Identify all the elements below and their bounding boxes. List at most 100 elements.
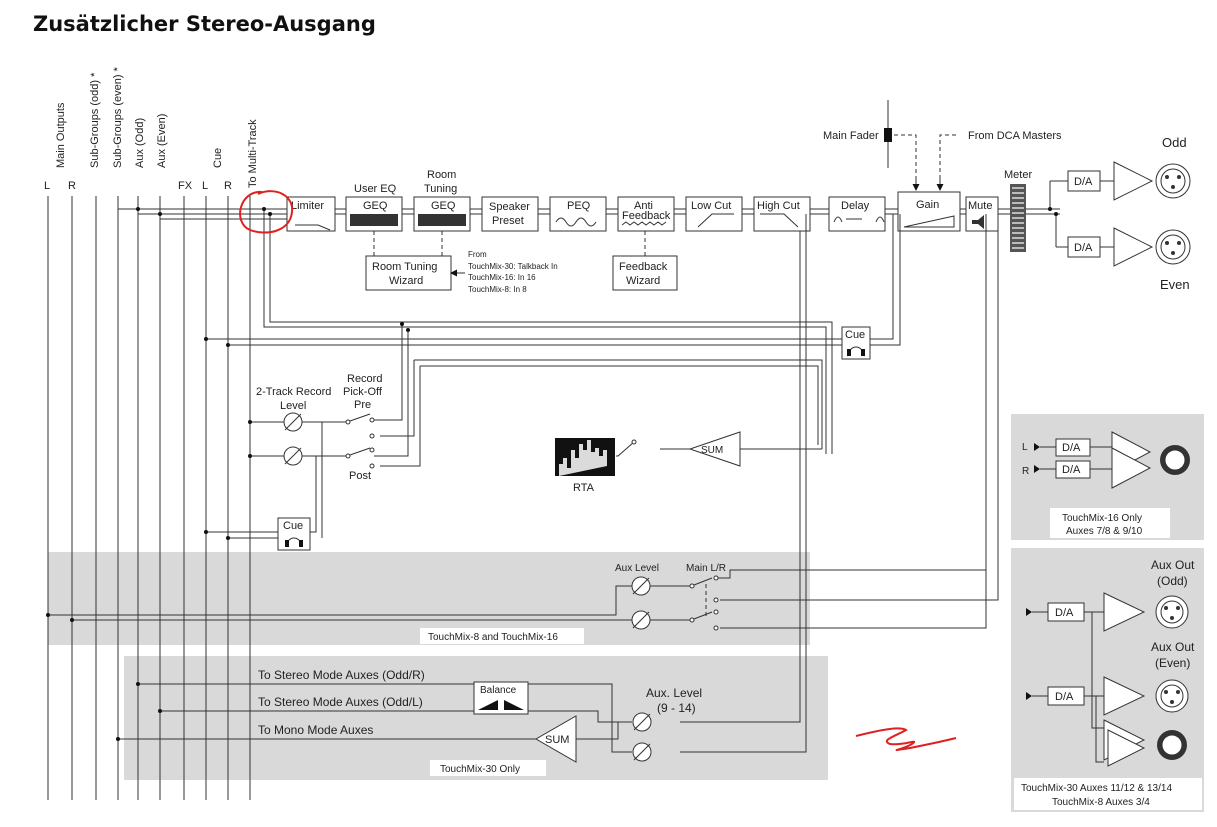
tm16-jack-icon (1160, 445, 1190, 475)
svg-text:D/A: D/A (1062, 442, 1081, 454)
svg-text:Low Cut: Low Cut (691, 200, 731, 212)
tm816-switches (689, 569, 987, 631)
svg-text:GEQ: GEQ (431, 200, 456, 212)
auxout-caption-1: TouchMix-30 Auxes 11/12 & 13/14 (1021, 783, 1172, 794)
low-cut-block: Low Cut (685, 196, 743, 232)
label-fx: FX (178, 180, 193, 192)
xlr-odd-icon (1155, 163, 1191, 199)
svg-text:GEQ: GEQ (363, 200, 388, 212)
auxout-da-even: D/A (1047, 686, 1085, 706)
peq-block: PEQ (549, 196, 607, 232)
room-tuning-label: Room (427, 169, 456, 181)
red-circle-annotation (239, 190, 294, 234)
tm816-caption: TouchMix-8 and TouchMix-16 (428, 632, 558, 643)
label-r: R (68, 180, 76, 192)
svg-text:Tuning: Tuning (424, 183, 457, 195)
two-track-knob-1 (283, 412, 303, 432)
cue-headphone-bottom: Cue (277, 517, 311, 551)
balance-block: Balance (473, 681, 529, 715)
tm816-knob-2 (631, 610, 651, 630)
sum-amp-rta (688, 431, 741, 467)
even-label: Even (1160, 277, 1190, 292)
svg-text:TouchMix-8: In 8: TouchMix-8: In 8 (468, 285, 527, 294)
tm16-da-l: D/A (1055, 438, 1091, 457)
amp-even (1113, 227, 1154, 267)
rta-display (555, 438, 615, 476)
svg-text:Aux Out: Aux Out (1151, 640, 1195, 654)
delay-block: Delay (828, 196, 886, 232)
cue-headphone-top: Cue (841, 326, 871, 360)
meter-block (1010, 184, 1026, 252)
svg-text:Anti: Anti (634, 200, 653, 212)
tm30-lines (118, 683, 632, 753)
svg-text:Level: Level (280, 400, 306, 412)
auxout-caption-2: TouchMix-8 Auxes 3/4 (1052, 797, 1150, 808)
auxout-xlr-odd-icon (1155, 595, 1189, 629)
da-odd: D/A (1067, 170, 1101, 192)
svg-text:Speaker: Speaker (489, 201, 530, 213)
svg-text:SUM: SUM (545, 734, 569, 746)
tm30-aux-level: Aux. Level (646, 686, 702, 700)
tm30-caption: TouchMix-30 Only (440, 764, 520, 775)
mute-block: Mute (965, 196, 999, 232)
svg-text:Delay: Delay (841, 200, 870, 212)
svg-text:Room Tuning: Room Tuning (372, 261, 437, 273)
two-track-knob-2 (283, 446, 303, 466)
tm30-line-1: To Stereo Mode Auxes (Odd/R) (258, 668, 425, 682)
speaker-preset-block: Speaker Preset (481, 196, 539, 232)
tm30-knob-1 (632, 712, 652, 732)
tm816-main-lr: Main L/R (686, 563, 726, 574)
svg-text:Wizard: Wizard (389, 275, 423, 287)
svg-text:Wizard: Wizard (626, 275, 660, 287)
meter-label: Meter (1004, 169, 1032, 181)
tm16-caption-2: Auxes 7/8 & 9/10 (1066, 526, 1143, 537)
auxout-jack-icon (1157, 730, 1187, 760)
label-main-outputs: Main Outputs (55, 102, 67, 168)
label-cue-r: R (224, 180, 232, 192)
record-switches (345, 413, 375, 469)
svg-text:Cue: Cue (283, 520, 303, 532)
svg-text:TouchMix-16: In 16: TouchMix-16: In 16 (468, 273, 536, 282)
svg-text:From: From (468, 250, 487, 259)
gain-block: Gain (897, 191, 961, 232)
svg-text:L: L (1022, 442, 1028, 453)
svg-text:(Odd): (Odd) (1157, 574, 1188, 588)
svg-text:Gain: Gain (916, 199, 939, 211)
record-pickoff-label: Record (347, 373, 382, 385)
svg-text:Balance: Balance (480, 685, 517, 696)
tm816-aux-level: Aux Level (615, 563, 659, 574)
svg-text:High Cut: High Cut (757, 200, 800, 212)
main-fader-label: Main Fader (823, 130, 879, 142)
svg-text:D/A: D/A (1062, 464, 1081, 476)
svg-text:D/A: D/A (1055, 691, 1074, 703)
svg-text:Cue: Cue (845, 329, 865, 341)
tm30-knob-2 (632, 742, 652, 762)
auxout-da-odd: D/A (1047, 602, 1085, 622)
svg-text:(Even): (Even) (1155, 656, 1190, 670)
room-geq-block: GEQ (413, 196, 471, 232)
user-eq-block: GEQ (345, 196, 403, 232)
svg-text:D/A: D/A (1055, 607, 1074, 619)
svg-text:Feedback: Feedback (619, 261, 668, 273)
from-dca-label: From DCA Masters (968, 130, 1062, 142)
svg-text:D/A: D/A (1074, 176, 1093, 188)
svg-text:Pick-Off: Pick-Off (343, 386, 383, 398)
tm30-line-3: To Mono Mode Auxes (258, 723, 373, 737)
label-subgroups-odd: Sub-Groups (odd) * (89, 72, 101, 168)
routing-lines (48, 209, 999, 753)
da-even: D/A (1067, 236, 1101, 258)
label-subgroups-even: Sub-Groups (even) * (112, 66, 124, 168)
feedback-wizard: Feedback Wizard (612, 255, 678, 291)
tm30-line-2: To Stereo Mode Auxes (Odd/L) (258, 695, 423, 709)
limiter-block: Limiter (286, 196, 336, 232)
bus-lines (47, 196, 251, 800)
tm16-da-r: D/A (1055, 460, 1091, 479)
auxout-xlr-even-icon (1155, 679, 1189, 713)
tm30-panel (124, 656, 828, 780)
svg-text:D/A: D/A (1074, 242, 1093, 254)
svg-text:Mute: Mute (968, 200, 992, 212)
tm16-caption-1: TouchMix-16 Only (1062, 513, 1142, 524)
label-cue-l: L (202, 180, 208, 192)
svg-text:R: R (1022, 466, 1029, 477)
